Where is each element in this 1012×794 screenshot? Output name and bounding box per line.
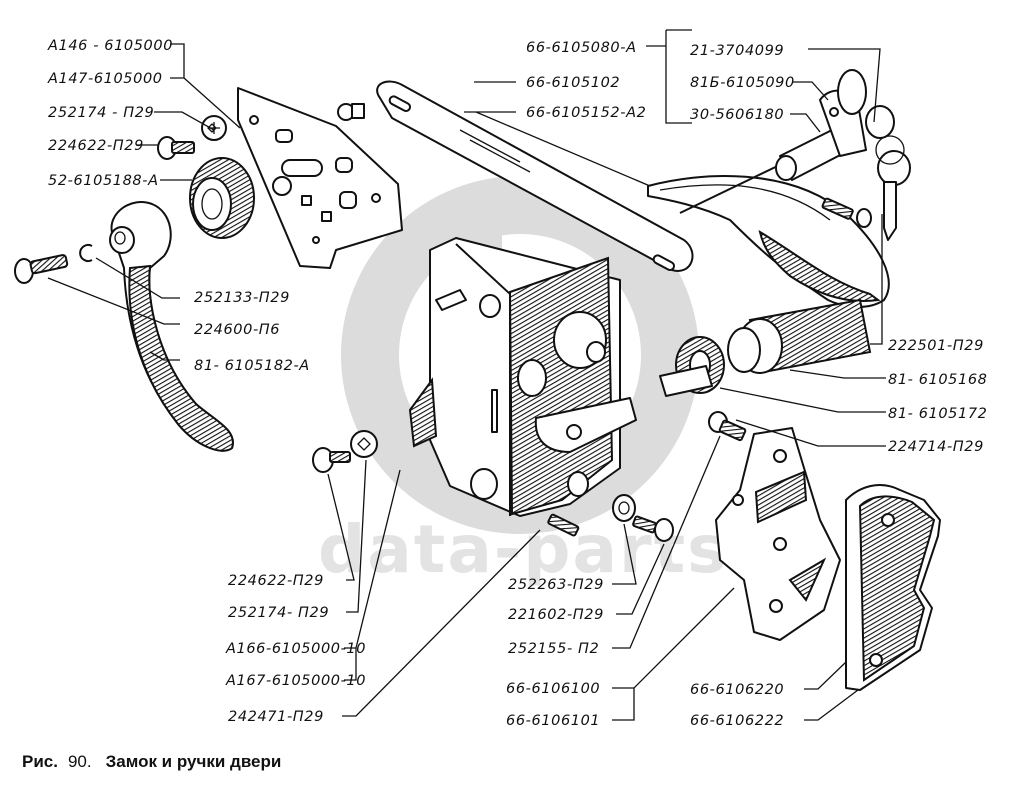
figure-title: Замок и ручки двери	[105, 752, 282, 771]
label-242471-p29: 242471-П29	[228, 709, 324, 725]
label-66-6105080-a: 66-6105080-А	[526, 40, 637, 56]
label-a167-6105000-10: А167-6105000-10	[225, 673, 366, 689]
lock-washer-top	[201, 115, 227, 141]
cylinder-screw	[821, 197, 872, 228]
lock-washer-bottom-left	[350, 430, 378, 458]
label-52-6105188-a: 52-6105188-А	[48, 173, 159, 189]
label-224622-p29-top: 224622-П29	[48, 138, 144, 154]
lock-washer-bottom-right	[612, 494, 636, 522]
figure-number: 90.	[67, 752, 92, 771]
figure-prefix: Рис.	[22, 752, 58, 771]
label-252133-p29: 252133-П29	[194, 290, 290, 306]
door-lock-mechanism	[408, 237, 637, 517]
screw-top	[157, 136, 195, 160]
keys	[837, 69, 911, 241]
part-labels: А146 - 6105000 А147-6105000 252174 - П29…	[47, 38, 987, 729]
label-81-6105168: 81- 6105168	[888, 372, 987, 388]
retaining-clip	[79, 244, 93, 262]
label-66-6106101: 66-6106101	[506, 713, 600, 729]
lock-fixing-screw	[547, 513, 580, 537]
label-a146-6105000: А146 - 6105000	[47, 38, 173, 54]
label-252155-p2: 252155- П2	[508, 641, 599, 657]
label-a166-6105000-10: А166-6105000-10	[225, 641, 366, 657]
label-21-3704099: 21-3704099	[690, 43, 784, 59]
figure-caption: Рис. 90. Замок и ручки двери	[22, 752, 281, 772]
inside-handle-bracket	[715, 427, 841, 641]
screw-bottom-left	[312, 447, 351, 473]
handle-screw	[14, 254, 69, 284]
label-66-6106220: 66-6106220	[690, 682, 784, 698]
regulator-plate	[237, 87, 403, 269]
escutcheon-plate	[845, 484, 941, 691]
label-224622-p29-bottom: 224622-П29	[228, 573, 324, 589]
label-81-6105182-a: 81- 6105182-А	[194, 358, 310, 374]
label-30-5606180: 30-5606180	[690, 107, 784, 123]
label-222501-p29: 222501-П29	[888, 338, 984, 354]
label-a147-6105000: А147-6105000	[47, 71, 163, 87]
leader-lines	[47, 29, 886, 721]
label-221602-p29: 221602-П29	[508, 607, 604, 623]
square-shaft	[659, 365, 713, 397]
label-66-6106222: 66-6106222	[690, 713, 784, 729]
label-81-6105172: 81- 6105172	[888, 406, 987, 422]
label-252174-p29-top: 252174 - П29	[48, 105, 154, 121]
label-224714-p29: 224714-П29	[888, 439, 984, 455]
label-66-6105152-a2: 66-6105152-А2	[526, 105, 646, 121]
label-224600-p6: 224600-П6	[194, 322, 280, 338]
label-81b-6105090: 81Б-6105090	[690, 75, 795, 91]
handle-escutcheon-ring	[189, 157, 255, 239]
connecting-rod	[376, 80, 694, 272]
label-66-6105102: 66-6105102	[526, 75, 620, 91]
label-252263-p29: 252263-П29	[508, 577, 604, 593]
label-252174-p29-bottom: 252174- П29	[228, 605, 329, 621]
label-66-6106100: 66-6106100	[506, 681, 600, 697]
push-button-sleeve	[727, 298, 872, 374]
screw-bottom-right	[632, 515, 674, 542]
bracket-screw	[708, 411, 747, 442]
